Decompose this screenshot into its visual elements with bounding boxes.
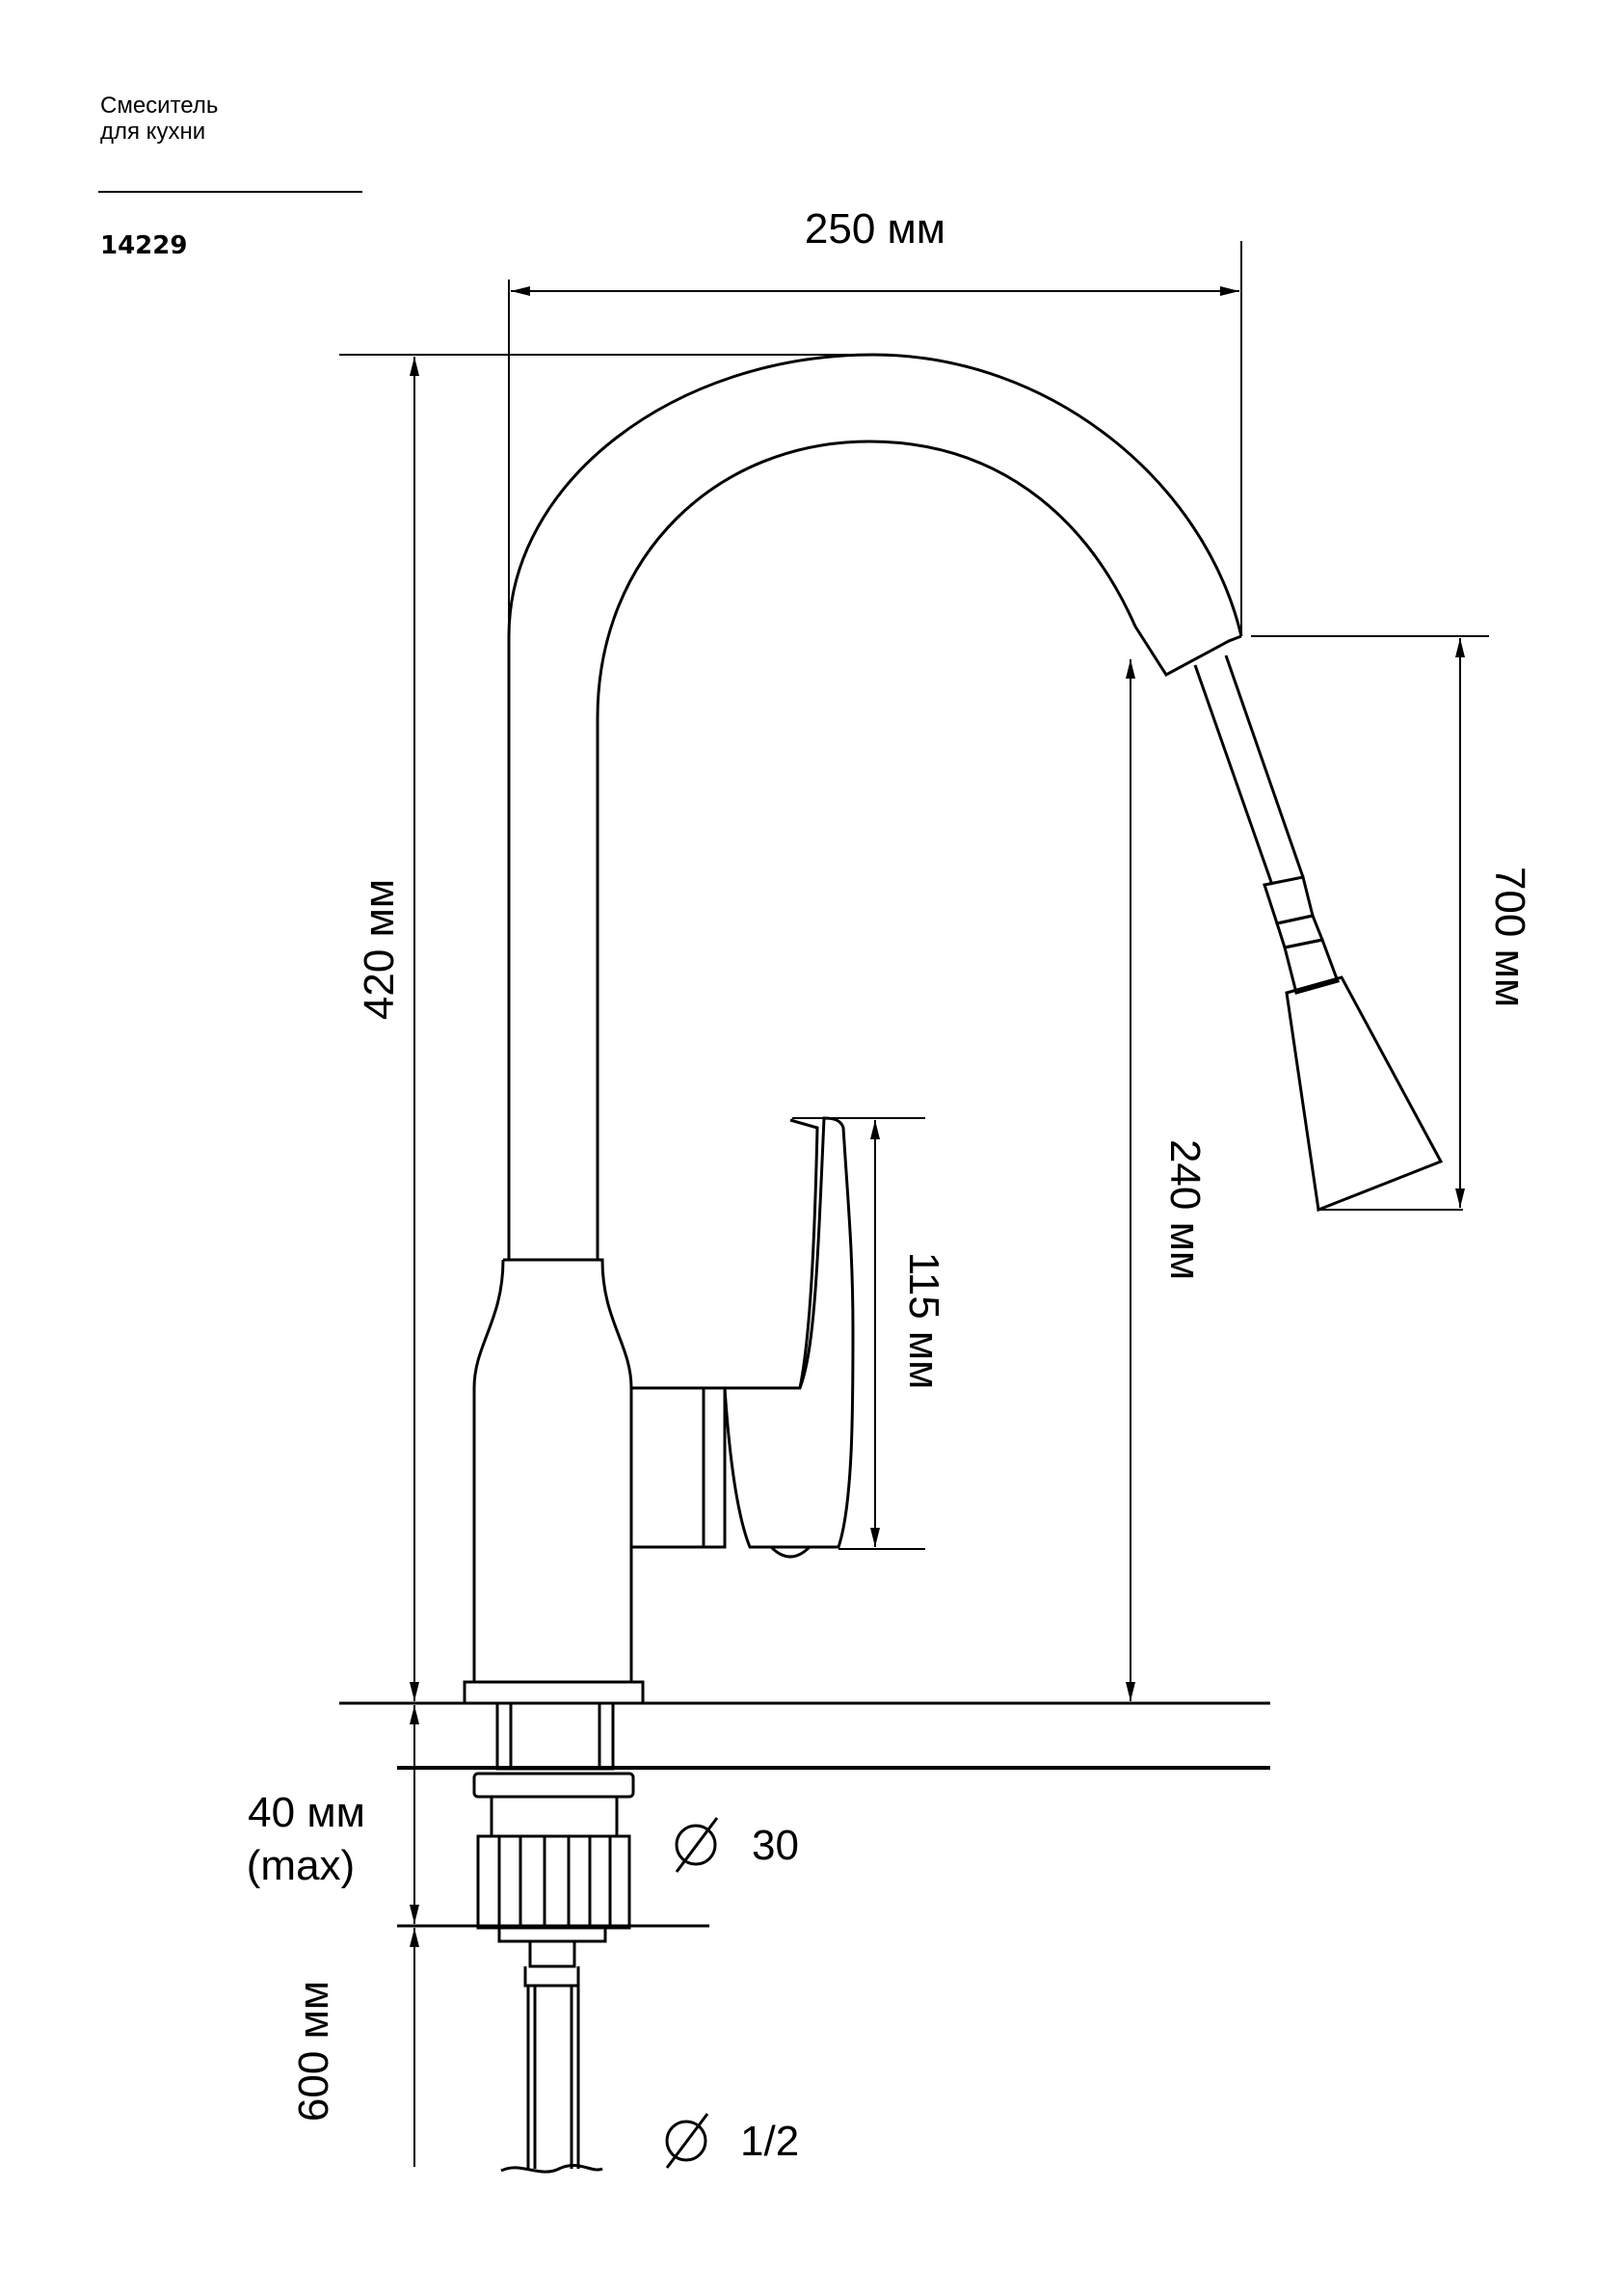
supply-hose: [526, 1986, 580, 2169]
connection-diameter-label: 1/2: [740, 2118, 799, 2165]
lever-handle: [723, 1116, 855, 1549]
diameter-icon: [675, 1817, 719, 1873]
diameter-icon: [665, 2113, 709, 2169]
cartridge-housing: [631, 1386, 705, 1549]
mount-nut-ribs: [497, 1836, 612, 1928]
dimension-lines: [339, 241, 1489, 2167]
supply-label: 600 мм: [290, 1981, 337, 2122]
spout-nozzle: [1133, 626, 1242, 677]
product-title-line2: для кухни: [100, 119, 206, 145]
product-title-line1: Смеситель: [100, 93, 219, 119]
header-divider: [98, 191, 362, 193]
hose-neck: [1283, 938, 1340, 995]
mount-label-line1: 40 мм: [248, 1789, 365, 1836]
countertop: [339, 1701, 1270, 1928]
height-label: 420 мм: [356, 879, 403, 1020]
lever-label: 115 мм: [900, 1252, 947, 1390]
mount-nut: [476, 1834, 631, 1930]
mount-nut-base: [497, 1926, 607, 1943]
pull-out-hose: [1193, 654, 1305, 886]
model-code: 14229: [100, 231, 188, 260]
mount-washer: [472, 1772, 635, 1799]
thread-diameter-label: 30: [752, 1822, 799, 1869]
body-collar: [472, 1258, 633, 1682]
hose-label: 700 мм: [1486, 867, 1533, 1007]
base-plate: [463, 1680, 645, 1705]
mount-neck: [490, 1797, 619, 1838]
product-title: Смеситель для кухни: [100, 93, 218, 145]
cartridge-ring: [704, 1386, 727, 1549]
spout-inner: [596, 440, 1137, 1260]
supply-fitting: [523, 1941, 580, 1988]
lever-left-edge: [789, 1118, 819, 1389]
lever-cap: [769, 1545, 812, 1559]
mount-label-line2: (max): [247, 1842, 355, 1889]
hose-collar: [1275, 914, 1325, 949]
faucet-body: [463, 353, 1444, 2174]
spout-height-label: 240 мм: [1161, 1139, 1209, 1280]
supply-hose-break: [500, 2163, 603, 2174]
width-label: 250 мм: [805, 205, 945, 253]
threaded-shank: [495, 1703, 615, 1771]
spray-head: [1285, 975, 1444, 1213]
